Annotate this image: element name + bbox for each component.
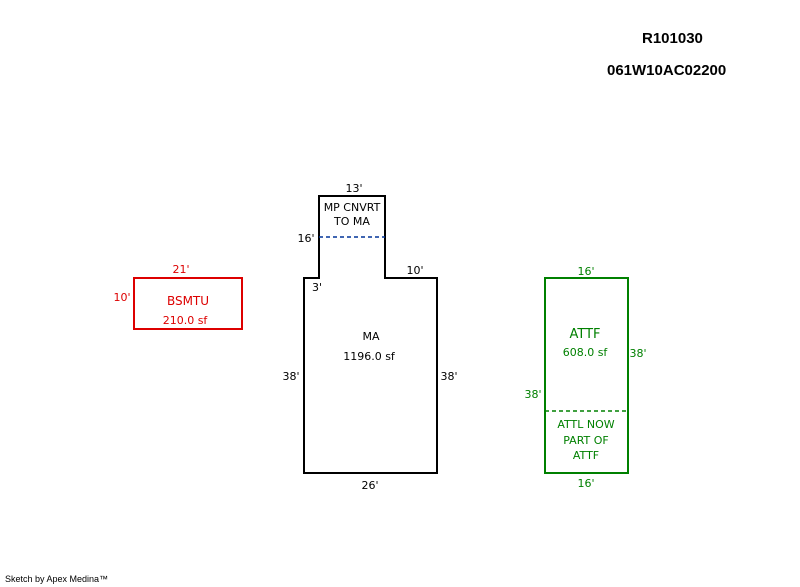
basement-code: BSMTU bbox=[167, 294, 209, 308]
garage-note-line1: ATTL NOW bbox=[557, 418, 614, 431]
garage-dim-bottom: 16' bbox=[577, 477, 594, 490]
basement-dim-top: 21' bbox=[172, 263, 189, 276]
sketch-credit: Sketch by Apex Medina™ bbox=[5, 574, 109, 584]
basement-area: 210.0 sf bbox=[163, 314, 209, 327]
garage-outline bbox=[544, 277, 629, 474]
garage-dim-right: 38' bbox=[629, 347, 646, 360]
garage-note-line3: ATTF bbox=[573, 449, 599, 462]
main-area-outline bbox=[303, 195, 438, 474]
garage-dim-left: 38' bbox=[524, 388, 541, 401]
main-area-dim-left-step: 3' bbox=[312, 281, 322, 294]
basement-outline bbox=[133, 277, 243, 330]
garage-note-line2: PART OF bbox=[563, 434, 609, 447]
main-area-dim-left: 38' bbox=[282, 370, 299, 383]
basement-dim-left: 10' bbox=[113, 291, 130, 304]
main-area-code: MA bbox=[362, 330, 379, 343]
parcel-number: 061W10AC02200 bbox=[607, 62, 727, 79]
garage-code: ATTF bbox=[569, 327, 600, 342]
main-area-upper-label-line2: TO MA bbox=[333, 215, 370, 228]
account-number: R101030 bbox=[642, 30, 703, 47]
main-area-dim-bottom: 26' bbox=[361, 479, 378, 492]
basement-section: BSMTU 210.0 sf 21' 10' bbox=[113, 263, 243, 330]
garage-section: ATTF 608.0 sf ATTL NOW PART OF ATTF 16' … bbox=[524, 265, 646, 490]
main-area-area: 1196.0 sf bbox=[343, 350, 396, 363]
main-area-dim-top: 13' bbox=[345, 182, 362, 195]
garage-area: 608.0 sf bbox=[563, 346, 609, 359]
main-area-dim-right: 38' bbox=[440, 370, 457, 383]
main-area-section: MP CNVRT TO MA MA 1196.0 sf 13' 16' 10' … bbox=[282, 182, 457, 492]
garage-dim-top: 16' bbox=[577, 265, 594, 278]
main-area-upper-label-line1: MP CNVRT bbox=[324, 201, 381, 214]
main-area-dim-upper-left: 16' bbox=[297, 232, 314, 245]
main-area-dim-right-step: 10' bbox=[406, 264, 423, 277]
